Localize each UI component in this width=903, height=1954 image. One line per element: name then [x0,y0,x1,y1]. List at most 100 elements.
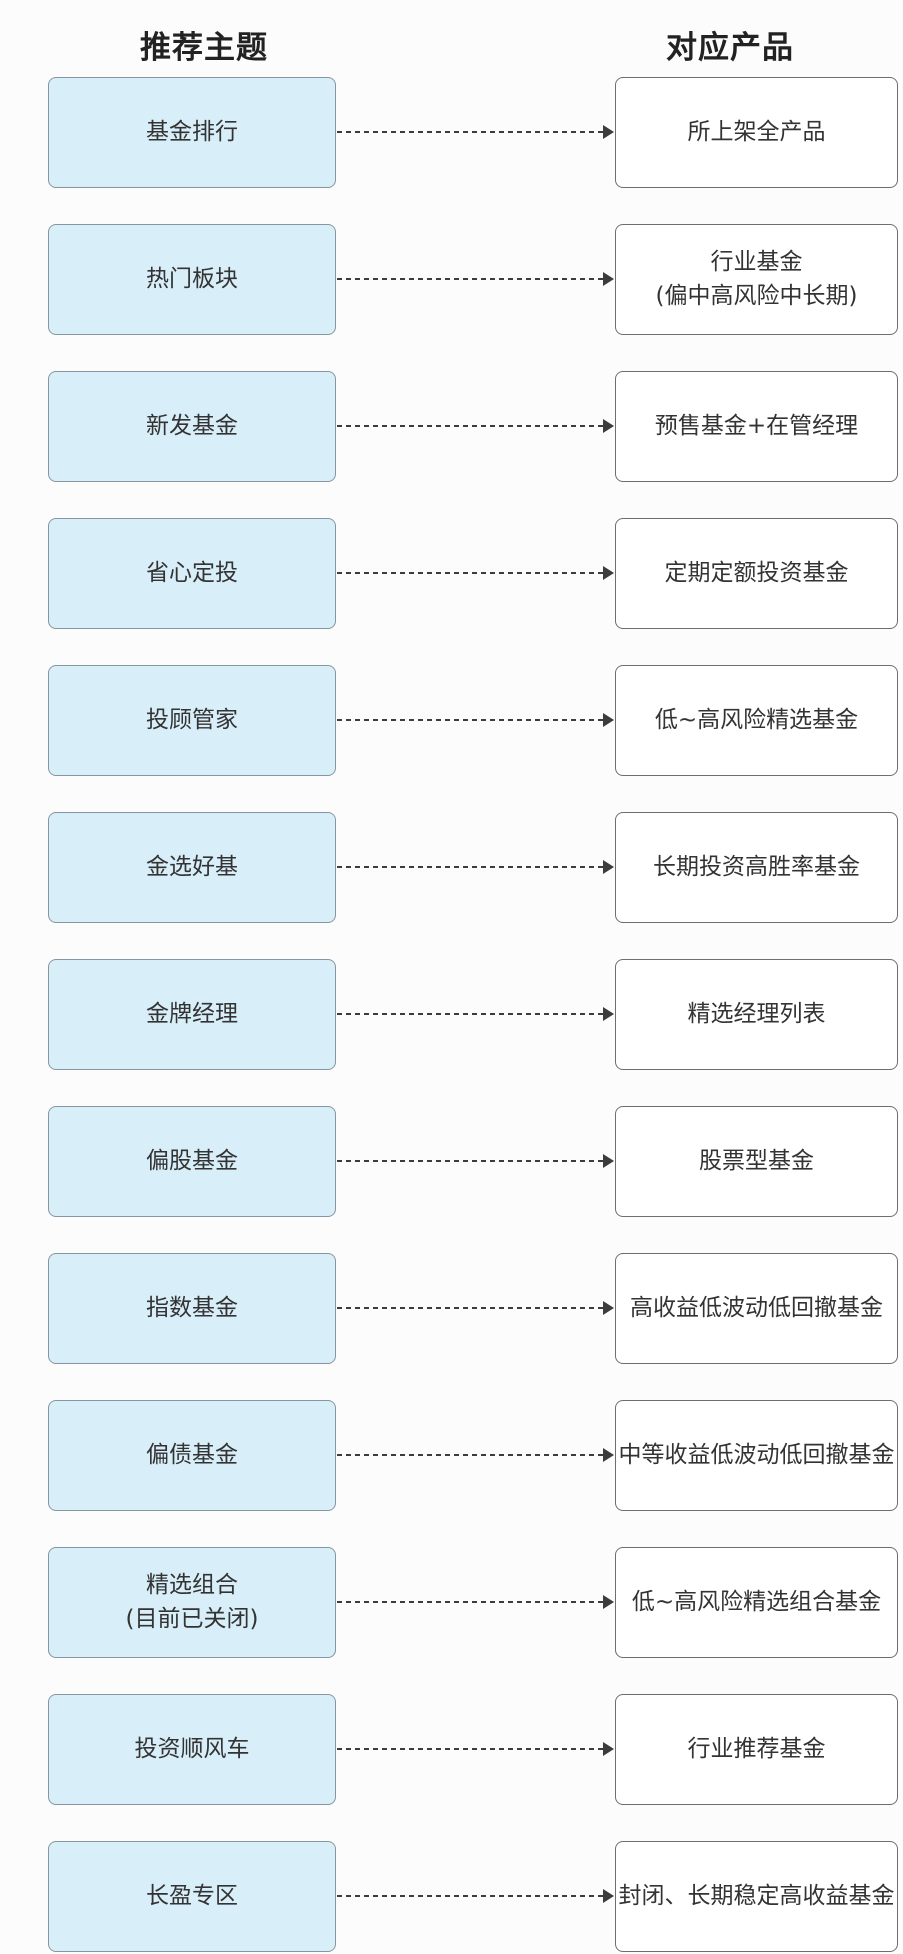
dashed-line [337,866,603,868]
mapping-row: 精选组合 (目前已关闭) 低~高风险精选组合基金 [0,1547,903,1658]
arrow-connector [337,1595,614,1609]
topic-label: 偏债基金 [146,1441,238,1468]
dashed-line [337,131,603,133]
product-label: 预售基金+在管经理 [654,412,859,439]
topic-label: 金牌经理 [146,1000,238,1027]
product-label: 长期投资高胜率基金 [653,853,860,880]
topic-label: 新发基金 [146,412,238,439]
product-label: 中等收益低波动低回撤基金 [618,1441,895,1468]
arrow-connector [337,860,614,874]
topic-box: 偏债基金 [48,1400,336,1511]
topic-box: 长盈专区 [48,1841,336,1952]
mapping-row: 偏股基金 股票型基金 [0,1106,903,1217]
dashed-line [337,719,603,721]
arrow-connector [337,125,614,139]
product-label: 高收益低波动低回撤基金 [630,1294,883,1321]
dashed-line [337,1307,603,1309]
arrow-connector [337,1154,614,1168]
topic-label: 长盈专区 [146,1882,238,1909]
topic-label: 金选好基 [146,853,238,880]
mapping-row: 长盈专区 封闭、长期稳定高收益基金 [0,1841,903,1952]
dashed-line [337,1748,603,1750]
arrow-connector [337,419,614,433]
product-label: 行业基金 (偏中高风险中长期) [655,249,858,309]
topic-box: 基金排行 [48,77,336,188]
mapping-row: 基金排行 所上架全产品 [0,77,903,188]
dashed-line [337,278,603,280]
product-label: 定期定额投资基金 [664,559,849,586]
product-box: 长期投资高胜率基金 [615,812,898,923]
arrow-connector [337,1007,614,1021]
topic-box: 偏股基金 [48,1106,336,1217]
topic-box: 指数基金 [48,1253,336,1364]
arrowhead-icon [603,125,614,139]
mapping-row: 金牌经理 精选经理列表 [0,959,903,1070]
product-label: 精选经理列表 [687,1000,826,1027]
dashed-line [337,1895,603,1897]
arrowhead-icon [603,1154,614,1168]
arrowhead-icon [603,1595,614,1609]
product-box: 低~高风险精选基金 [615,665,898,776]
topic-label: 指数基金 [146,1294,238,1321]
arrowhead-icon [603,566,614,580]
product-label: 低~高风险精选基金 [654,706,859,733]
arrowhead-icon [603,272,614,286]
column-header-products: 对应产品 [666,30,794,66]
mapping-row: 投顾管家 低~高风险精选基金 [0,665,903,776]
product-box: 低~高风险精选组合基金 [615,1547,898,1658]
mapping-row: 省心定投 定期定额投资基金 [0,518,903,629]
topic-box: 精选组合 (目前已关闭) [48,1547,336,1658]
product-box: 预售基金+在管经理 [615,371,898,482]
product-box: 精选经理列表 [615,959,898,1070]
product-label: 股票型基金 [699,1147,814,1174]
topic-label: 省心定投 [146,559,238,586]
mapping-row: 偏债基金 中等收益低波动低回撤基金 [0,1400,903,1511]
topic-box: 省心定投 [48,518,336,629]
product-label: 行业推荐基金 [687,1735,826,1762]
topic-label: 热门板块 [146,265,238,292]
product-box: 封闭、长期稳定高收益基金 [615,1841,898,1952]
topic-label: 精选组合 (目前已关闭) [125,1572,259,1632]
topic-label: 投顾管家 [146,706,238,733]
arrow-connector [337,713,614,727]
arrowhead-icon [603,860,614,874]
dashed-line [337,1454,603,1456]
product-label: 低~高风险精选组合基金 [631,1588,882,1615]
arrow-connector [337,566,614,580]
arrow-connector [337,1448,614,1462]
topic-label: 偏股基金 [146,1147,238,1174]
arrowhead-icon [603,1742,614,1756]
mapping-row: 投资顺风车 行业推荐基金 [0,1694,903,1805]
product-box: 行业基金 (偏中高风险中长期) [615,224,898,335]
arrowhead-icon [603,1889,614,1903]
topic-box: 金牌经理 [48,959,336,1070]
mapping-row: 新发基金 预售基金+在管经理 [0,371,903,482]
topic-box: 投资顺风车 [48,1694,336,1805]
column-header-topics: 推荐主题 [140,30,268,66]
arrowhead-icon [603,1301,614,1315]
topic-box: 金选好基 [48,812,336,923]
product-label: 封闭、长期稳定高收益基金 [618,1882,895,1909]
topic-label: 投资顺风车 [134,1735,250,1762]
dashed-line [337,1160,603,1162]
arrow-connector [337,1301,614,1315]
mapping-row: 指数基金 高收益低波动低回撤基金 [0,1253,903,1364]
arrow-connector [337,272,614,286]
arrowhead-icon [603,1007,614,1021]
dashed-line [337,572,603,574]
product-box: 股票型基金 [615,1106,898,1217]
product-box: 中等收益低波动低回撤基金 [615,1400,898,1511]
dashed-line [337,1601,603,1603]
product-box: 所上架全产品 [615,77,898,188]
mapping-row: 热门板块 行业基金 (偏中高风险中长期) [0,224,903,335]
topic-box: 投顾管家 [48,665,336,776]
dashed-line [337,425,603,427]
arrow-connector [337,1889,614,1903]
topic-box: 热门板块 [48,224,336,335]
arrowhead-icon [603,419,614,433]
mapping-row: 金选好基 长期投资高胜率基金 [0,812,903,923]
product-box: 高收益低波动低回撤基金 [615,1253,898,1364]
arrow-connector [337,1742,614,1756]
arrowhead-icon [603,1448,614,1462]
